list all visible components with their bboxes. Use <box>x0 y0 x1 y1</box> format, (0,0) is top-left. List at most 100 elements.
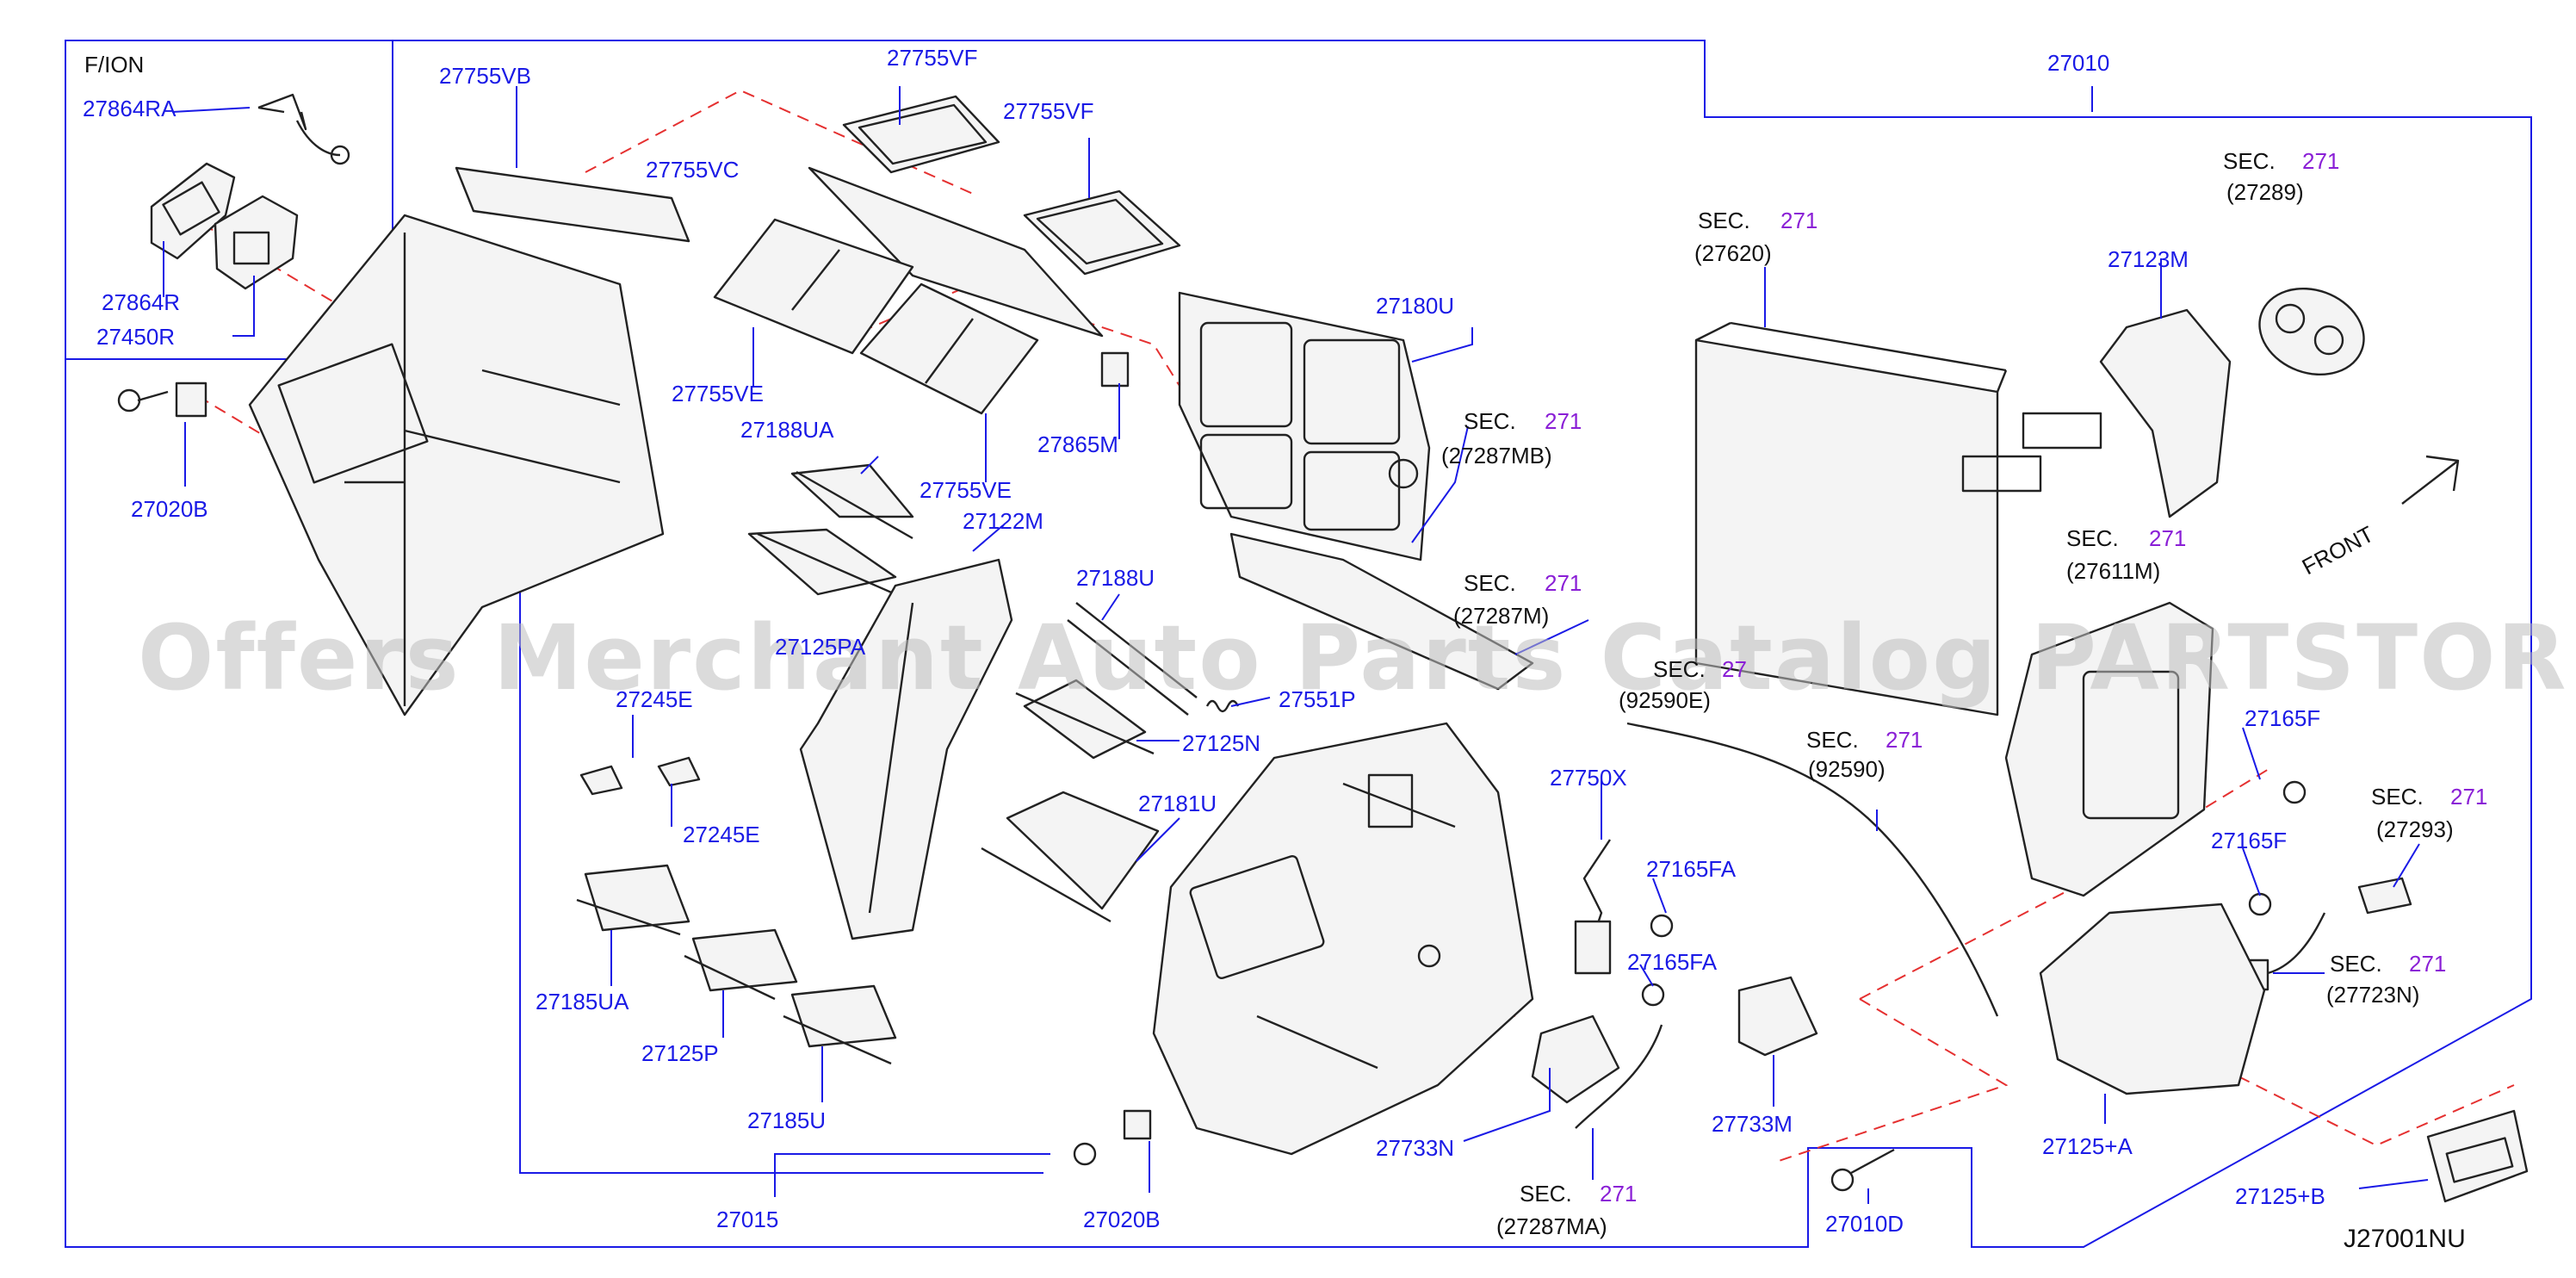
sec-ref: (27293) <box>2376 816 2454 842</box>
callout-27755VC[interactable]: 27755VC <box>646 157 739 183</box>
sec-prefix: SEC. <box>2066 525 2119 551</box>
callout-27180U[interactable]: 27180U <box>1376 293 1454 319</box>
callout-27755VB[interactable]: 27755VB <box>439 63 531 89</box>
callout-27020B-lower[interactable]: 27020B <box>1083 1207 1161 1232</box>
callout-27165F-bottom[interactable]: 27165F <box>2211 828 2287 853</box>
sec-prefix: SEC. <box>2223 148 2276 174</box>
callout-27185U[interactable]: 27185U <box>747 1107 826 1133</box>
sec-ref-27287MA[interactable]: SEC. 271 (27287MA) <box>1496 1181 1637 1239</box>
callout-27165FA-top[interactable]: 27165FA <box>1646 856 1737 882</box>
sec-ref-27287M[interactable]: SEC. 271 (27287M) <box>1453 570 1582 629</box>
callout-27450R[interactable]: 27450R <box>96 324 175 350</box>
sec-number: 271 <box>1780 208 1817 233</box>
callout-27181U[interactable]: 27181U <box>1138 791 1217 816</box>
sec-prefix: SEC. <box>1806 727 1859 753</box>
part-actuator-27733M <box>1737 976 1818 1057</box>
sec-number: 271 <box>1886 727 1923 753</box>
callout-27750X[interactable]: 27750X <box>1550 765 1627 791</box>
watermark-text: Offers Merchant Auto Parts Catalog PARTS… <box>138 605 2576 710</box>
sec-prefix: SEC. <box>1464 570 1516 596</box>
callout-27755VF-top[interactable]: 27755VF <box>887 45 978 71</box>
part-seal-27293 <box>2357 877 2412 915</box>
part-clip-27020B-lower <box>1073 1109 1152 1166</box>
callout-27122M[interactable]: 27122M <box>963 508 1043 534</box>
part-harness-27287MA <box>1575 1024 1663 1129</box>
callout-27185UA[interactable]: 27185UA <box>536 989 629 1014</box>
sec-ref-92590E[interactable]: SEC. 27 (92590E) <box>1619 656 1747 713</box>
callout-27125PA[interactable]: 27125PA <box>775 634 866 660</box>
callout-27188U[interactable]: 27188U <box>1076 565 1155 591</box>
diagram-id: J27001NU <box>2344 1225 2466 1253</box>
part-link-27188U <box>1067 602 1198 716</box>
sec-number: 271 <box>1600 1181 1637 1207</box>
callout-27125-plus-A[interactable]: 27125+A <box>2042 1133 2133 1159</box>
part-case-27611M <box>2004 601 2214 897</box>
sec-ref-27293[interactable]: SEC. 271 (27293) <box>2371 784 2487 842</box>
sec-prefix: SEC. <box>2330 951 2382 977</box>
callout-27125P[interactable]: 27125P <box>641 1040 719 1066</box>
callout-27864R[interactable]: 27864R <box>102 289 180 315</box>
leader-lines <box>163 86 2429 1204</box>
front-label: FRONT <box>2298 521 2378 580</box>
callout-27010D[interactable]: 27010D <box>1825 1211 1904 1237</box>
sec-prefix: SEC. <box>1653 656 1706 682</box>
sec-ref: (27611M) <box>2066 558 2160 584</box>
part-door-27181U <box>981 791 1160 923</box>
callout-27165F-top[interactable]: 27165F <box>2245 705 2320 731</box>
callout-27755VF-right[interactable]: 27755VF <box>1003 98 1094 124</box>
part-filter-27755VF-top <box>842 95 1000 174</box>
parts-drawings <box>117 93 2529 1203</box>
callout-27865M[interactable]: 27865M <box>1037 431 1118 457</box>
sec-ref: (27287MA) <box>1496 1213 1607 1239</box>
callout-27755VE-right[interactable]: 27755VE <box>920 477 1012 503</box>
inset-frame <box>65 40 393 360</box>
part-heater-unit-27015 <box>1152 722 1534 1156</box>
sec-ref: (27723N) <box>2326 982 2419 1008</box>
callout-27864RA[interactable]: 27864RA <box>83 96 176 121</box>
callout-27755VE-left[interactable]: 27755VE <box>672 381 764 406</box>
sec-ref-27723N[interactable]: SEC. 271 (27723N) <box>2326 951 2446 1008</box>
callout-27733N[interactable]: 27733N <box>1376 1135 1454 1161</box>
callout-27123M[interactable]: 27123M <box>2108 246 2189 272</box>
part-door-27188UA <box>790 463 914 540</box>
callout-27245E-bottom[interactable]: 27245E <box>683 822 760 847</box>
callout-27733M[interactable]: 27733M <box>1712 1111 1793 1137</box>
callout-27125-plus-B[interactable]: 27125+B <box>2235 1183 2325 1209</box>
part-spring-27551P <box>1205 699 1240 713</box>
sec-number: 271 <box>2450 784 2487 810</box>
callout-27125N[interactable]: 27125N <box>1182 730 1260 756</box>
part-upper-duct-27755VB <box>455 166 690 243</box>
part-duct-27287MB-area <box>1229 532 1534 691</box>
sec-ref-92590[interactable]: SEC. 271 (92590) <box>1806 727 1923 782</box>
part-filter-holder-27755VC <box>808 166 1104 338</box>
callout-27245E-top[interactable]: 27245E <box>616 686 693 712</box>
part-seal-27865M <box>1100 351 1130 388</box>
sec-number: 27 <box>1722 656 1747 682</box>
sec-ref-27620[interactable]: SEC. 271 (27620) <box>1694 208 1817 266</box>
inset-title: F/ION <box>84 52 144 78</box>
sec-number: 271 <box>1545 570 1582 596</box>
sec-ref-27287MB[interactable]: SEC. 271 (27287MB) <box>1441 408 1582 468</box>
part-screws-27165FA <box>1641 914 1674 1007</box>
callout-27551P[interactable]: 27551P <box>1279 686 1356 712</box>
part-doors-27185UA-27125P-27185U <box>576 864 897 1065</box>
part-left-heater-case <box>248 214 665 717</box>
sec-ref-27289[interactable]: SEC. 271 (27289) <box>2223 148 2339 205</box>
part-bracket-27750X <box>1574 839 1612 975</box>
sec-prefix: SEC. <box>2371 784 2424 810</box>
callout-27010[interactable]: 27010 <box>2047 50 2109 76</box>
front-arrow-icon <box>2401 455 2460 505</box>
part-grommet-27289 <box>2258 287 2365 376</box>
part-filter-27755VE-right <box>859 282 1039 415</box>
sec-ref-27611M[interactable]: SEC. 271 (27611M) <box>2066 525 2186 584</box>
part-filter-27755VE-left <box>713 218 914 355</box>
sec-ref: (27287MB) <box>1441 443 1552 468</box>
callout-27015[interactable]: 27015 <box>716 1207 778 1232</box>
part-clips-27245E <box>579 756 701 796</box>
callout-27165FA-bottom[interactable]: 27165FA <box>1627 949 1718 975</box>
callout-27020B-left[interactable]: 27020B <box>131 496 208 522</box>
callout-27188UA[interactable]: 27188UA <box>740 417 834 443</box>
sec-number: 271 <box>2149 525 2186 551</box>
sec-ref: (92590) <box>1808 756 1886 782</box>
sec-number: 271 <box>1545 408 1582 434</box>
